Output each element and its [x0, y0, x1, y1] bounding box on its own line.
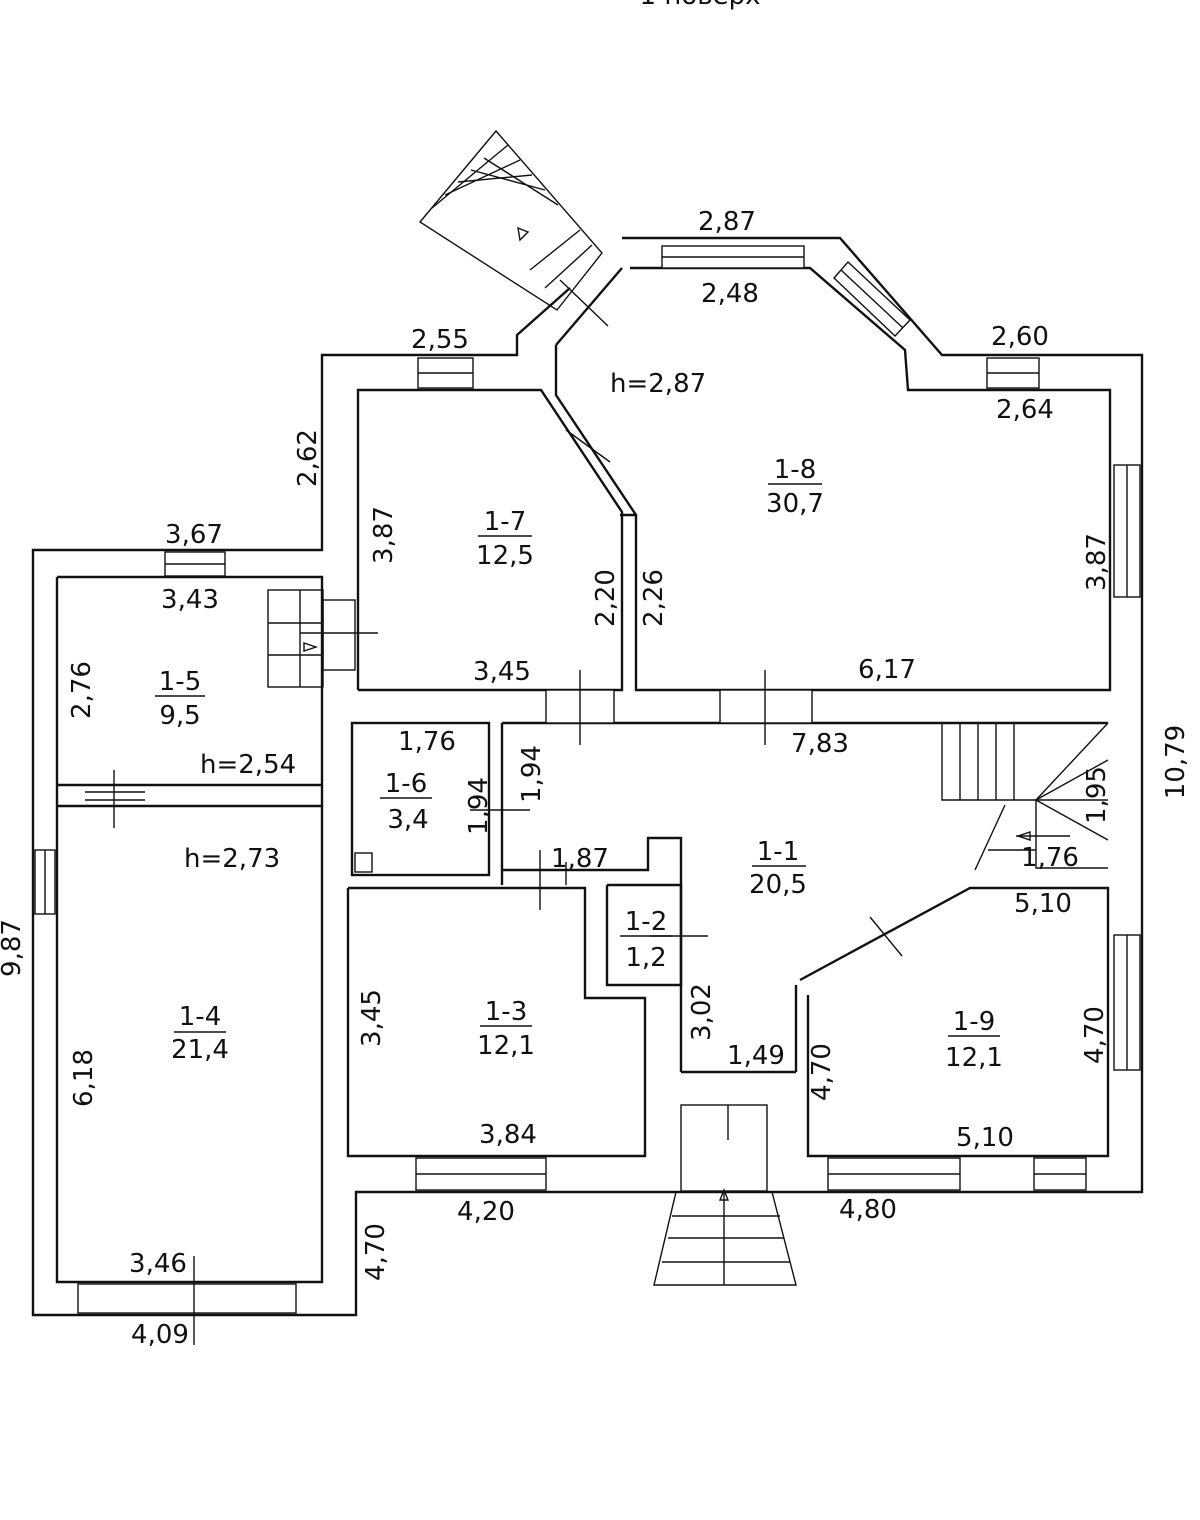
dimension-label: 3,87 — [369, 506, 399, 564]
dimension-label: 1,95 — [1082, 766, 1112, 824]
room-id: 1-7 — [484, 507, 526, 537]
dimension-label: 2,64 — [996, 395, 1054, 425]
height-labels: h=2,87 h=2,54 h=2,73 — [184, 369, 706, 874]
dimension-label: 10,79 — [1161, 725, 1191, 799]
room-area: 30,7 — [766, 489, 824, 519]
dimension-label: 3,46 — [129, 1249, 187, 1279]
room-walls — [57, 267, 1108, 1158]
dimension-label: 2,55 — [411, 325, 469, 355]
room-area: 20,5 — [749, 870, 807, 900]
room-1-6: 1-6 3,4 — [380, 769, 432, 835]
room-1-9: 1-9 12,1 — [945, 1007, 1003, 1073]
dimension-label: 3,45 — [357, 989, 387, 1047]
dimension-label: 2,26 — [639, 569, 669, 627]
dimension-labels: 2,87 2,48 2,55 2,60 2,64 2,62 3,67 3,43 … — [0, 207, 1191, 1350]
room-area: 12,5 — [476, 541, 534, 571]
room-area: 3,4 — [387, 805, 428, 835]
room-id: 1-8 — [774, 455, 816, 485]
room-1-8: 1-8 30,7 — [766, 455, 824, 519]
room-id: 1-5 — [159, 667, 201, 697]
dimension-label: 5,10 — [1014, 889, 1072, 919]
room-1-5: 1-5 9,5 — [155, 667, 205, 731]
dimension-label: 1,49 — [727, 1041, 785, 1071]
stairs — [267, 129, 1109, 1286]
room-area: 12,1 — [945, 1043, 1003, 1073]
room-1-7: 1-7 12,5 — [476, 507, 534, 571]
room-id: 1-1 — [757, 837, 799, 867]
dimension-label: 2,60 — [991, 322, 1049, 352]
dimension-label: 4,09 — [131, 1320, 189, 1350]
room-1-4: 1-4 21,4 — [171, 1002, 229, 1065]
dimension-label: 4,70 — [807, 1043, 837, 1101]
dimension-label: 1,76 — [1021, 843, 1079, 873]
dimension-label: 4,70 — [1080, 1006, 1110, 1064]
room-id: 1-6 — [385, 769, 427, 799]
room-id: 1-3 — [485, 997, 527, 1027]
room-area: 1,2 — [625, 943, 666, 973]
dimension-label: 6,18 — [69, 1049, 99, 1107]
dimension-label: 3,43 — [161, 585, 219, 615]
dimension-label: 4,80 — [839, 1195, 897, 1225]
dimension-label: 1,76 — [398, 727, 456, 757]
dimension-label: 7,83 — [791, 729, 849, 759]
dimension-label: 3,87 — [1082, 533, 1112, 591]
dimension-label: 1,87 — [551, 844, 609, 874]
dimension-label: 4,70 — [361, 1223, 391, 1281]
dimension-label: 1,94 — [464, 777, 494, 835]
room-id: 1-9 — [953, 1007, 995, 1037]
dimension-label: 5,10 — [956, 1123, 1014, 1153]
dimension-label: 3,02 — [687, 983, 717, 1041]
floor-title: 1 поверх — [640, 0, 761, 11]
height-label: h=2,73 — [184, 844, 280, 874]
dimension-label: 2,20 — [591, 569, 621, 627]
dimension-label: 2,48 — [701, 279, 759, 309]
room-1-1: 1-1 20,5 — [749, 837, 807, 900]
doors — [85, 279, 903, 957]
dimension-label: 9,87 — [0, 919, 27, 977]
dimension-label: 4,20 — [457, 1197, 515, 1227]
room-id: 1-4 — [179, 1002, 221, 1032]
dimension-label: 3,84 — [479, 1120, 537, 1150]
dimension-label: 6,17 — [858, 655, 916, 685]
room-1-2: 1-2 1,2 — [620, 907, 672, 973]
room-area: 12,1 — [477, 1031, 535, 1061]
room-labels: 1-1 20,5 1-2 1,2 1-3 12,1 1-4 21,4 1-5 9… — [155, 455, 1003, 1073]
windows — [34, 245, 1141, 1314]
height-label: h=2,87 — [610, 369, 706, 399]
room-1-3: 1-3 12,1 — [477, 997, 535, 1061]
room-id: 1-2 — [625, 907, 667, 937]
dimension-label: 2,62 — [293, 429, 323, 487]
room-area: 9,5 — [159, 701, 200, 731]
dimension-label: 3,45 — [473, 657, 531, 687]
room-area: 21,4 — [171, 1035, 229, 1065]
dimension-label: 3,67 — [165, 520, 223, 550]
height-label: h=2,54 — [200, 750, 296, 780]
dimension-label: 2,87 — [698, 207, 756, 237]
dimension-label: 1,94 — [517, 745, 547, 803]
dimension-label: 2,76 — [67, 661, 97, 719]
